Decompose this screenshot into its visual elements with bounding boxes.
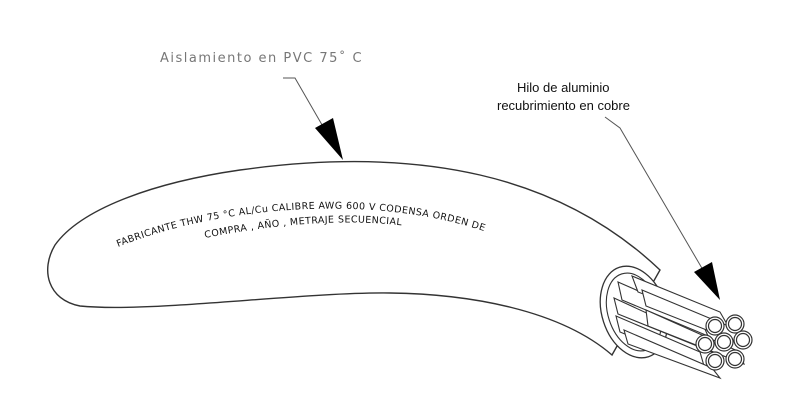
wire-label-line1: Hilo de aluminio (517, 80, 610, 95)
conductor-strands (613, 275, 745, 380)
insulation-leader-line (283, 77, 326, 131)
wire-leader-line (604, 116, 704, 271)
wire-arrow-icon (694, 262, 720, 300)
cable-insulation-body (47, 160, 661, 357)
strand-ends (695, 314, 753, 371)
insulation-arrow-icon (315, 118, 343, 160)
wire-label-line2: recubrimiento en cobre (497, 98, 630, 113)
insulation-label: Aislamiento en PVC 75˚ C (160, 50, 363, 66)
